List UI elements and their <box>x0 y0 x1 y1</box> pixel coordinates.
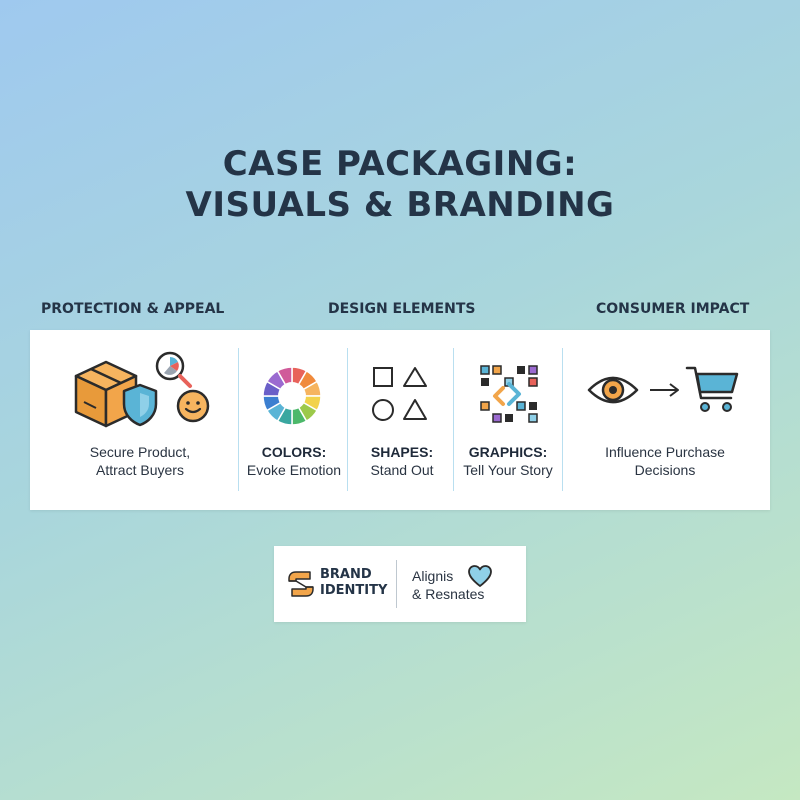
section-heading-design: DESIGN ELEMENTS <box>328 301 476 317</box>
section-heading-protection: PROTECTION & APPEAL <box>41 301 225 317</box>
caption-protection-line-1: Secure Product, <box>89 444 191 460</box>
brand-subtitle: Alignis & Resnates <box>412 567 484 603</box>
graphics-icon <box>480 365 538 423</box>
divider <box>238 348 239 491</box>
caption-protection: Secure Product, Attract Buyers <box>50 443 230 479</box>
brand-title-line-1: BRAND <box>320 567 372 582</box>
caption-impact: Influence Purchase Decisions <box>575 443 755 479</box>
divider <box>347 348 348 491</box>
caption-graphics-text: Tell Your Story <box>463 462 553 478</box>
caption-graphics: GRAPHICS: Tell Your Story <box>458 443 558 479</box>
heart-icon <box>468 565 492 587</box>
shield-icon <box>122 383 158 427</box>
arrow-right-icon <box>650 383 679 397</box>
caption-impact-line-1: Influence Purchase <box>605 444 725 460</box>
divider <box>453 348 454 491</box>
color-wheel-icon <box>262 366 322 426</box>
brand-logo-icon <box>288 571 314 597</box>
title-line-2: VISUALS & BRANDING <box>185 185 615 225</box>
caption-colors-label: COLORS: <box>261 444 327 460</box>
brand-subtitle-line-1: Alignis <box>412 568 454 584</box>
caption-shapes: SHAPES: Stand Out <box>352 443 452 479</box>
page-title: CASE PACKAGING: VISUALS & BRANDING <box>0 144 800 226</box>
brand-title-line-2: IDENTITY <box>320 583 388 598</box>
caption-shapes-text: Stand Out <box>370 462 434 478</box>
caption-impact-line-2: Decisions <box>634 462 696 478</box>
caption-shapes-label: SHAPES: <box>370 444 434 460</box>
caption-graphics-label: GRAPHICS: <box>468 444 548 460</box>
smiley-icon <box>176 389 210 423</box>
caption-colors-text: Evoke Emotion <box>246 462 342 478</box>
magnifier-icon <box>155 351 192 388</box>
title-line-1: CASE PACKAGING: <box>222 144 578 184</box>
section-heading-impact: CONSUMER IMPACT <box>596 301 750 317</box>
caption-protection-line-2: Attract Buyers <box>96 462 184 478</box>
eye-icon <box>587 376 639 404</box>
shapes-icon <box>372 367 427 421</box>
brand-title: BRAND IDENTITY <box>320 567 387 599</box>
shopping-cart-icon <box>685 366 739 412</box>
infographic-panel: Secure Product, Attract Buyers COLORS: E… <box>30 330 770 510</box>
divider <box>562 348 563 491</box>
brand-identity-card: BRAND IDENTITY Alignis & Resnates <box>274 546 526 622</box>
caption-colors: COLORS: Evoke Emotion <box>244 443 344 479</box>
brand-subtitle-line-2: & Resnates <box>412 586 485 602</box>
divider <box>396 560 397 608</box>
